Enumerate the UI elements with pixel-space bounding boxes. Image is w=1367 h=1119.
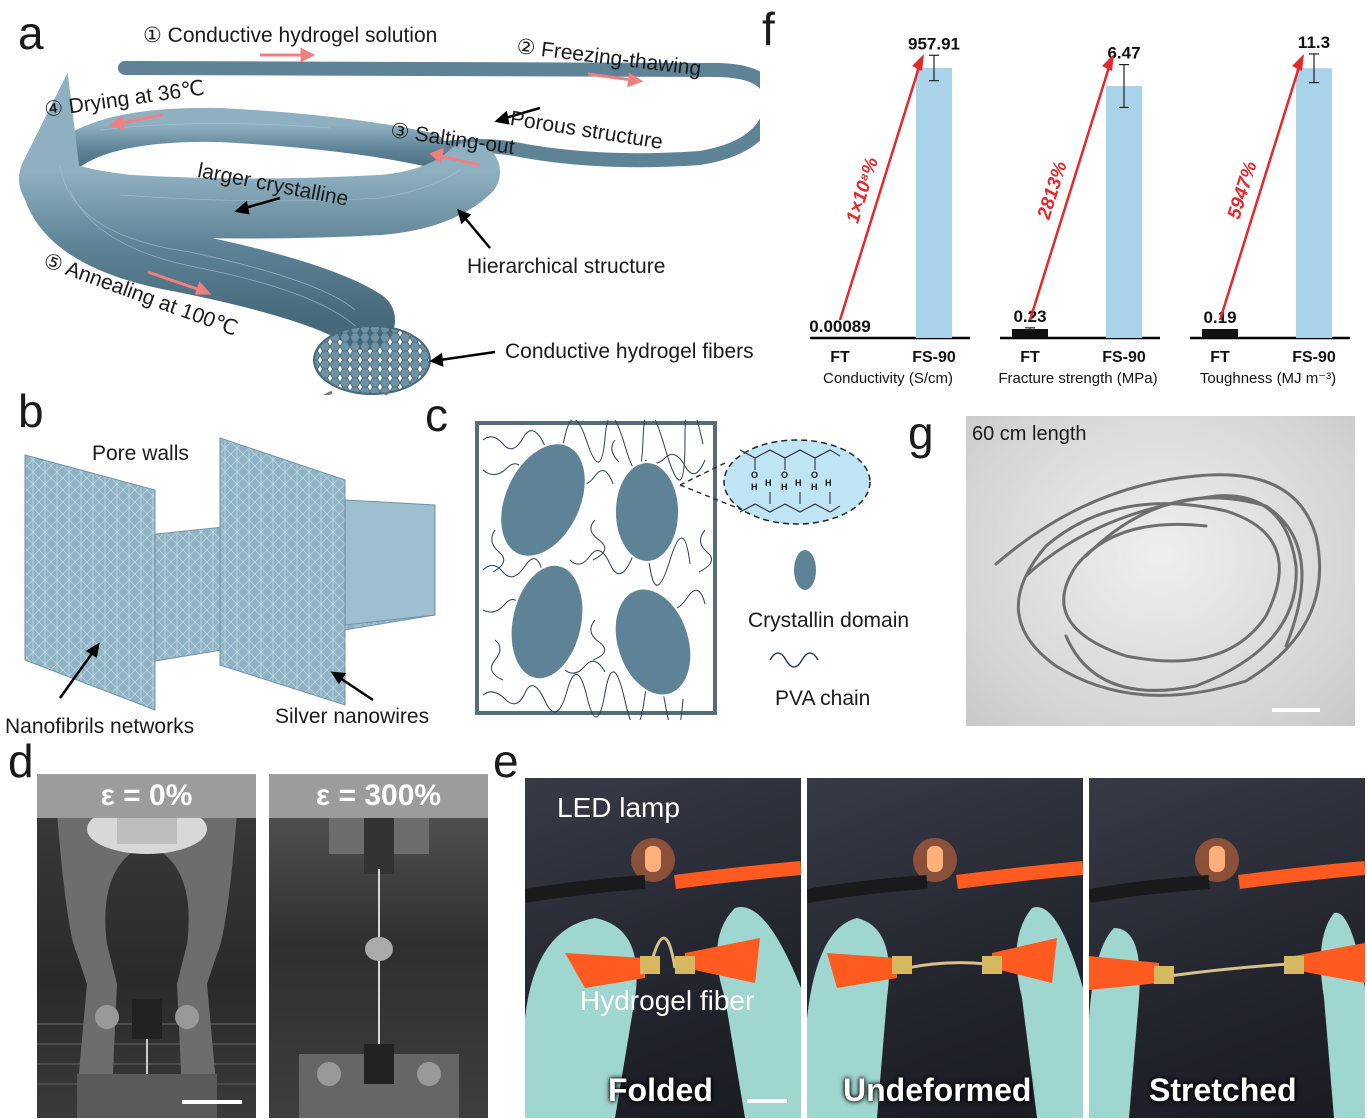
thick-fiber-upper xyxy=(33,107,447,192)
folded-caption: Folded xyxy=(608,1072,713,1108)
chart-0-growth-arrowhead xyxy=(912,54,924,71)
chart-1-xlabel: Fracture strength (MPa) xyxy=(998,370,1157,387)
chart-1-bar-1 xyxy=(1106,86,1142,338)
chart-1-growth-arrow xyxy=(1028,63,1112,321)
chart-2-growth-arrow xyxy=(1218,63,1302,321)
legend-crystallin-swatch xyxy=(794,550,816,590)
svg-text:H: H xyxy=(765,478,772,488)
chart-0-value-label-1: 957.91 xyxy=(908,34,960,53)
panel-label-b: b xyxy=(18,385,44,437)
nanofibrils-label: Nanofibrils networks xyxy=(5,715,195,738)
crystal-domain-1 xyxy=(499,442,587,558)
chart-2-annotation: 5947% xyxy=(1224,159,1262,222)
chart-1-value-label-1: 6.47 xyxy=(1107,44,1140,63)
chart-2-bar-0 xyxy=(1202,329,1238,338)
chart-2-tick-0: FT xyxy=(1210,349,1230,366)
led-lamp-label: LED lamp xyxy=(557,792,680,823)
crystal-domain-4 xyxy=(613,587,693,697)
svg-text:O: O xyxy=(751,470,758,480)
fiber-process-diagram xyxy=(19,47,760,395)
chart-0-annotation: 1×10⁸% xyxy=(843,155,883,226)
thin-fiber xyxy=(118,61,760,168)
chart-0-growth-arrow xyxy=(838,63,922,321)
hydrogen-bond-bubble xyxy=(723,439,871,525)
svg-text:O: O xyxy=(811,470,818,480)
chart-1-annotation: 2813% xyxy=(1034,159,1072,223)
chart-2-xlabel: Toughness (MJ m⁻³) xyxy=(1200,370,1336,387)
legend-pva-swatch xyxy=(769,652,819,668)
panel-label-c: c xyxy=(425,389,448,441)
chart-2-value-label-1: 11.3 xyxy=(1298,33,1330,52)
pore-wall-diagram xyxy=(24,437,436,711)
panel-label-e: e xyxy=(493,735,519,787)
hierarchical-structure-label: Hierarchical structure xyxy=(467,255,666,278)
chart-0-bar-1 xyxy=(916,67,952,339)
pore-walls-label: Pore walls xyxy=(92,442,189,465)
folded-photo: LED lamp Hydrogel fiber Folded xyxy=(525,778,801,1118)
chart-2-tick-1: FS-90 xyxy=(1292,349,1336,366)
stretched-caption: Stretched xyxy=(1149,1072,1297,1108)
silver-nanowires-label: Silver nanowires xyxy=(275,705,430,728)
pva-chain-label: PVA chain xyxy=(775,687,871,710)
chart-0-value-label-0: 0.00089 xyxy=(809,317,870,336)
step-1-label: ① Conductive hydrogel solution xyxy=(143,24,438,47)
undeformed-photo: Undeformed xyxy=(807,778,1083,1118)
strain-300-photo: ε = 300% xyxy=(269,774,488,1118)
panel-label-f: f xyxy=(762,3,775,55)
strain-300-header: ε = 300% xyxy=(269,774,488,818)
svg-text:H: H xyxy=(811,482,818,492)
chart-2-bar-1 xyxy=(1296,68,1332,339)
crystal-domain-3 xyxy=(509,563,585,681)
chart-1-growth-arrowhead xyxy=(1102,54,1114,71)
chart-0-xlabel: Conductivity (S/cm) xyxy=(823,370,953,387)
chart-2-growth-arrowhead xyxy=(1292,54,1304,71)
svg-text:O: O xyxy=(781,470,788,480)
strain-0-header: ε = 0% xyxy=(37,774,256,818)
conductive-fibers-label: Conductive hydrogel fibers xyxy=(505,340,754,363)
svg-text:H: H xyxy=(825,478,832,488)
fiber-cross-section xyxy=(313,325,431,395)
panel-label-a: a xyxy=(18,7,44,59)
hydrogel-fiber-label: Hydrogel fiber xyxy=(580,985,755,1016)
panel-label-d: d xyxy=(8,735,34,787)
svg-text:H: H xyxy=(751,482,758,492)
chart-1-tick-0: FT xyxy=(1020,349,1040,366)
chart-0-tick-1: FS-90 xyxy=(912,349,956,366)
chart-1-tick-1: FS-90 xyxy=(1102,349,1146,366)
chart-0-tick-0: FT xyxy=(830,349,850,366)
chart-1-bar-0 xyxy=(1012,329,1048,338)
stretched-photo: Stretched xyxy=(1089,778,1365,1118)
length-label: 60 cm length xyxy=(972,423,1087,445)
svg-text:H: H xyxy=(781,482,788,492)
crystal-domain-2 xyxy=(614,461,680,563)
undeformed-caption: Undeformed xyxy=(843,1072,1032,1108)
strain-0-photo: ε = 0% xyxy=(37,774,256,1118)
panel-label-g: g xyxy=(908,407,934,459)
crystallin-domain-label: Crystallin domain xyxy=(748,609,910,632)
thick-fiber-lower xyxy=(19,72,500,350)
fiber-length-photo: 60 cm length xyxy=(966,416,1355,726)
svg-text:H: H xyxy=(795,478,802,488)
